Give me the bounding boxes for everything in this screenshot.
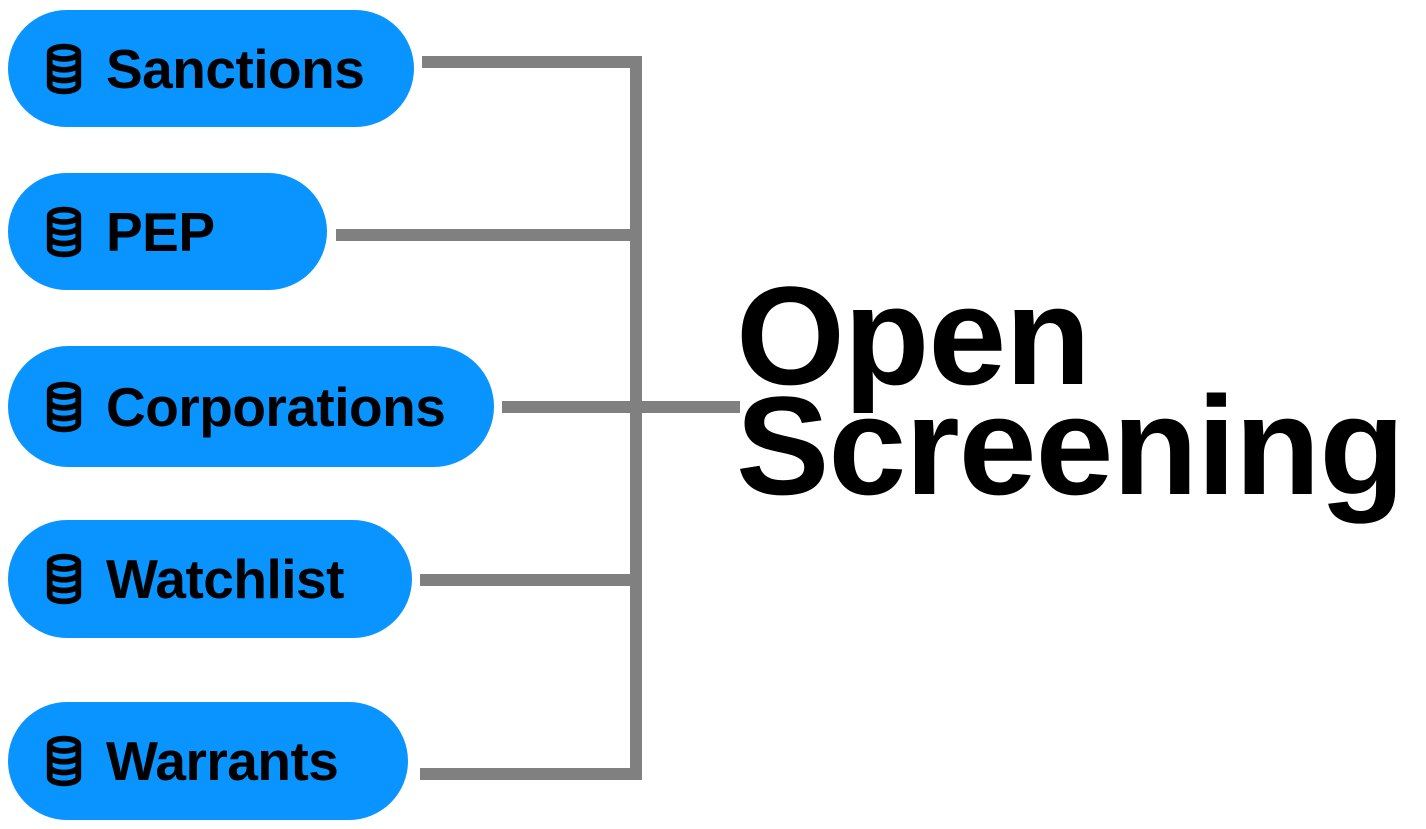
node-label: Sanctions xyxy=(106,37,365,100)
connector-trunk xyxy=(630,56,642,780)
database-icon xyxy=(46,43,82,94)
node-label: Watchlist xyxy=(106,548,344,610)
connector-sanctions xyxy=(422,56,642,68)
node-warrants: Warrants xyxy=(8,702,408,820)
connector-warrants xyxy=(420,768,642,780)
node-watchlist: Watchlist xyxy=(8,520,412,638)
connector-corporations xyxy=(502,401,740,413)
node-sanctions: Sanctions xyxy=(8,10,414,127)
database-icon xyxy=(46,735,82,787)
node-corporations: Corporations xyxy=(8,346,494,467)
node-pep: PEP xyxy=(8,173,327,290)
diagram-title: Open Screening xyxy=(736,257,1405,524)
node-label: Corporations xyxy=(106,375,446,438)
connector-watchlist xyxy=(420,574,642,586)
connector-pep xyxy=(336,229,642,241)
node-label: PEP xyxy=(106,200,215,263)
database-icon xyxy=(46,553,82,605)
database-icon xyxy=(46,381,82,432)
database-icon xyxy=(46,206,82,257)
node-label: Warrants xyxy=(106,730,339,792)
